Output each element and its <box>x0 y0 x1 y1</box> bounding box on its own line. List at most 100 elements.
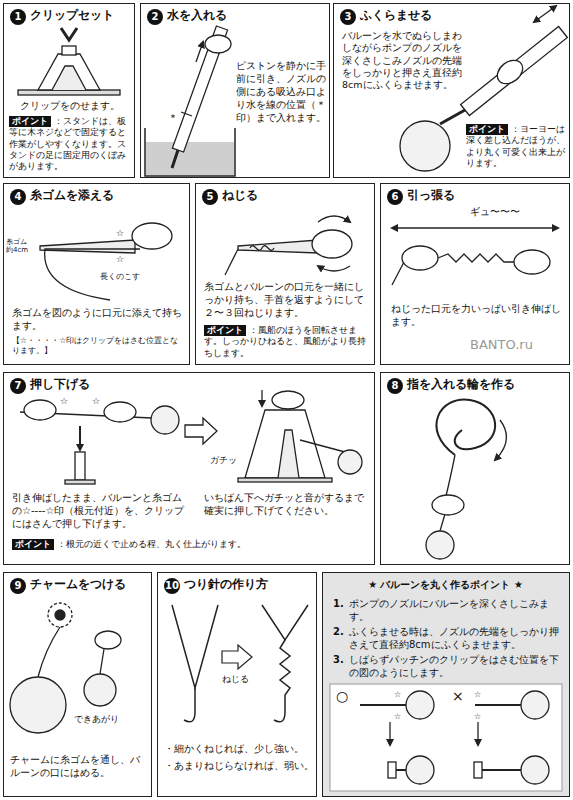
clip-position-figure <box>475 704 521 706</box>
point-badge: ポイント <box>12 539 54 550</box>
rubber-string-figure <box>40 240 135 253</box>
callout-label: × <box>452 688 464 704</box>
inflate-pump <box>440 110 465 124</box>
instruction-text: いちばん下へガチッと音がするまで確実に押し下げてください。 <box>204 491 369 517</box>
push-down-figure <box>65 480 95 484</box>
clip-stand <box>18 90 120 95</box>
loop-figure <box>426 531 454 559</box>
water-pump <box>145 26 235 176</box>
step-number: 4 <box>10 189 26 205</box>
fishhook-figure <box>274 640 290 722</box>
charm-figure <box>38 627 60 677</box>
callout-label: ☆ <box>474 712 481 721</box>
panel-title: ★ バルーンを丸く作るポイント ★ <box>323 579 568 592</box>
step-number: 7 <box>10 378 26 394</box>
instruction-text: しばらずパッチンのクリップをはさむ位置を下の図のようにします。 <box>349 653 563 679</box>
push-down-figure <box>75 452 85 480</box>
water-pump <box>181 112 192 116</box>
callout-label: ☆ <box>92 396 100 406</box>
push-down-figure <box>261 390 262 406</box>
instruction-text: チャームに糸ゴムを通し、バルーンの口にはめる。 <box>10 753 148 779</box>
push-down-figure <box>185 418 217 444</box>
charm-figure <box>84 674 116 706</box>
loop-figure <box>432 495 464 515</box>
step-panel: 9チャームをつけるチャームに糸ゴムを通し、バルーンの口にはめる。 <box>3 572 152 797</box>
callout-label: ☆ <box>394 712 401 721</box>
push-down-figure <box>20 390 362 484</box>
charm-figure <box>10 603 121 733</box>
rubber-string-figure <box>40 223 172 300</box>
push-down-figure <box>24 400 56 420</box>
item-number: 3. <box>333 653 344 666</box>
callout-label: ＊ <box>168 112 178 124</box>
water-pump <box>196 42 203 62</box>
pull-figure <box>438 254 514 262</box>
twist-figure <box>225 216 352 275</box>
callout-label: ガチッ <box>210 455 237 465</box>
clip-stand <box>62 46 76 55</box>
step-heading: ねじる <box>222 188 258 204</box>
point-text: ：根元の近くで止める程、丸く仕上がります。 <box>12 539 367 550</box>
rubber-string-figure <box>45 249 140 300</box>
instruction-text: バルーンを水でぬらしまわしながらポンプのノズルを深くさしこみノズルの先端をしっか… <box>342 30 470 92</box>
fishhook-figure <box>172 605 308 722</box>
instruction-text: 糸ゴムとバルーンの口元を一緒にしっかり持ち、手首を返すようにして２〜３回ねじりま… <box>204 280 369 319</box>
note-text: 【☆・・・・☆印はクリップをはさむ位置となります。】 <box>12 336 184 357</box>
push-down-figure <box>79 426 81 450</box>
push-down-figure <box>300 440 345 452</box>
instruction-text: クリップをのせます。 <box>9 99 131 112</box>
loop-figure <box>436 400 495 455</box>
clip-position-figure <box>389 722 390 745</box>
clip-position-figure <box>388 762 396 778</box>
callout-label: ギュ〜〜〜 <box>470 206 520 218</box>
push-down-figure <box>272 391 304 409</box>
callout-label: できあがり <box>74 714 119 724</box>
step-number: 6 <box>387 189 403 205</box>
step-heading: 水を入れる <box>167 8 227 24</box>
inflate-pump <box>534 6 556 22</box>
watermark: BANTO.ru <box>470 338 533 353</box>
point-text: ：風船のほうを回転させます。しっかりひねると、風船がより長持ちします。 <box>204 325 369 359</box>
step-number: 8 <box>387 378 403 394</box>
rubber-string-figure <box>132 223 172 249</box>
inflate-pump <box>493 56 527 89</box>
step-heading: 糸ゴムを添える <box>30 188 114 204</box>
instruction-text: 糸ゴムを図のように口元に添えて持ちます。 <box>12 306 184 332</box>
step-panel: 4糸ゴムを添える糸ゴムを図のように口元に添えて持ちます。【☆・・・・☆印はクリッ… <box>3 183 190 365</box>
pull-figure <box>392 262 404 285</box>
instruction-text: ・あまりねじらなければ、弱い。 <box>164 760 314 772</box>
loop-figure <box>426 400 506 559</box>
step-number: 2 <box>147 9 163 25</box>
instruction-text: ポンプのノズルにバルーンを深くさしこみます。 <box>349 597 563 623</box>
clip-position-figure <box>474 762 482 778</box>
push-down-figure <box>104 402 136 422</box>
clip-stand <box>61 28 77 40</box>
instruction-text: ピストンを静かに手前に引き、ノズルの側にある吸込み口より水を線の位置（＊印）まで… <box>236 59 326 124</box>
water-pump <box>146 142 234 175</box>
clip-stand <box>18 28 120 95</box>
step-panel: 3ふくらませるバルーンを水でぬらしまわしながらポンプのノズルを深くさしこみノズル… <box>333 3 570 178</box>
charm-figure <box>48 603 72 627</box>
step-heading: クリップセット <box>30 8 114 24</box>
fishhook-figure <box>222 645 252 669</box>
instruction-text: ねじった口元を力いっぱい引き伸ばします。 <box>391 302 563 328</box>
charm-figure <box>10 677 66 733</box>
callout-label: ねじる <box>222 674 249 684</box>
push-down-figure <box>238 478 332 482</box>
point-badge: ポイント <box>204 325 246 336</box>
pull-figure <box>402 246 438 270</box>
clip-stand <box>52 66 86 90</box>
inflate-pump <box>400 121 450 171</box>
step-number: 1 <box>10 9 26 25</box>
push-down-figure <box>151 406 179 434</box>
pull-figure <box>392 227 558 228</box>
point-badge: ポイント <box>9 116 51 127</box>
pull-figure <box>392 228 558 285</box>
point-text: ：スタンドは、板等に木ネジなどで固定すると作業がしやすくなります。スタンドの足に… <box>9 116 131 172</box>
charm-figure <box>100 649 104 674</box>
step-panel: 8指を入れる輪を作る <box>380 372 570 565</box>
twist-figure <box>318 266 350 271</box>
tips-background <box>322 572 570 797</box>
step-panel: 10つり針の作り方・細かくねじれば、少し強い。・あまりねじらなければ、弱い。 <box>157 572 317 797</box>
